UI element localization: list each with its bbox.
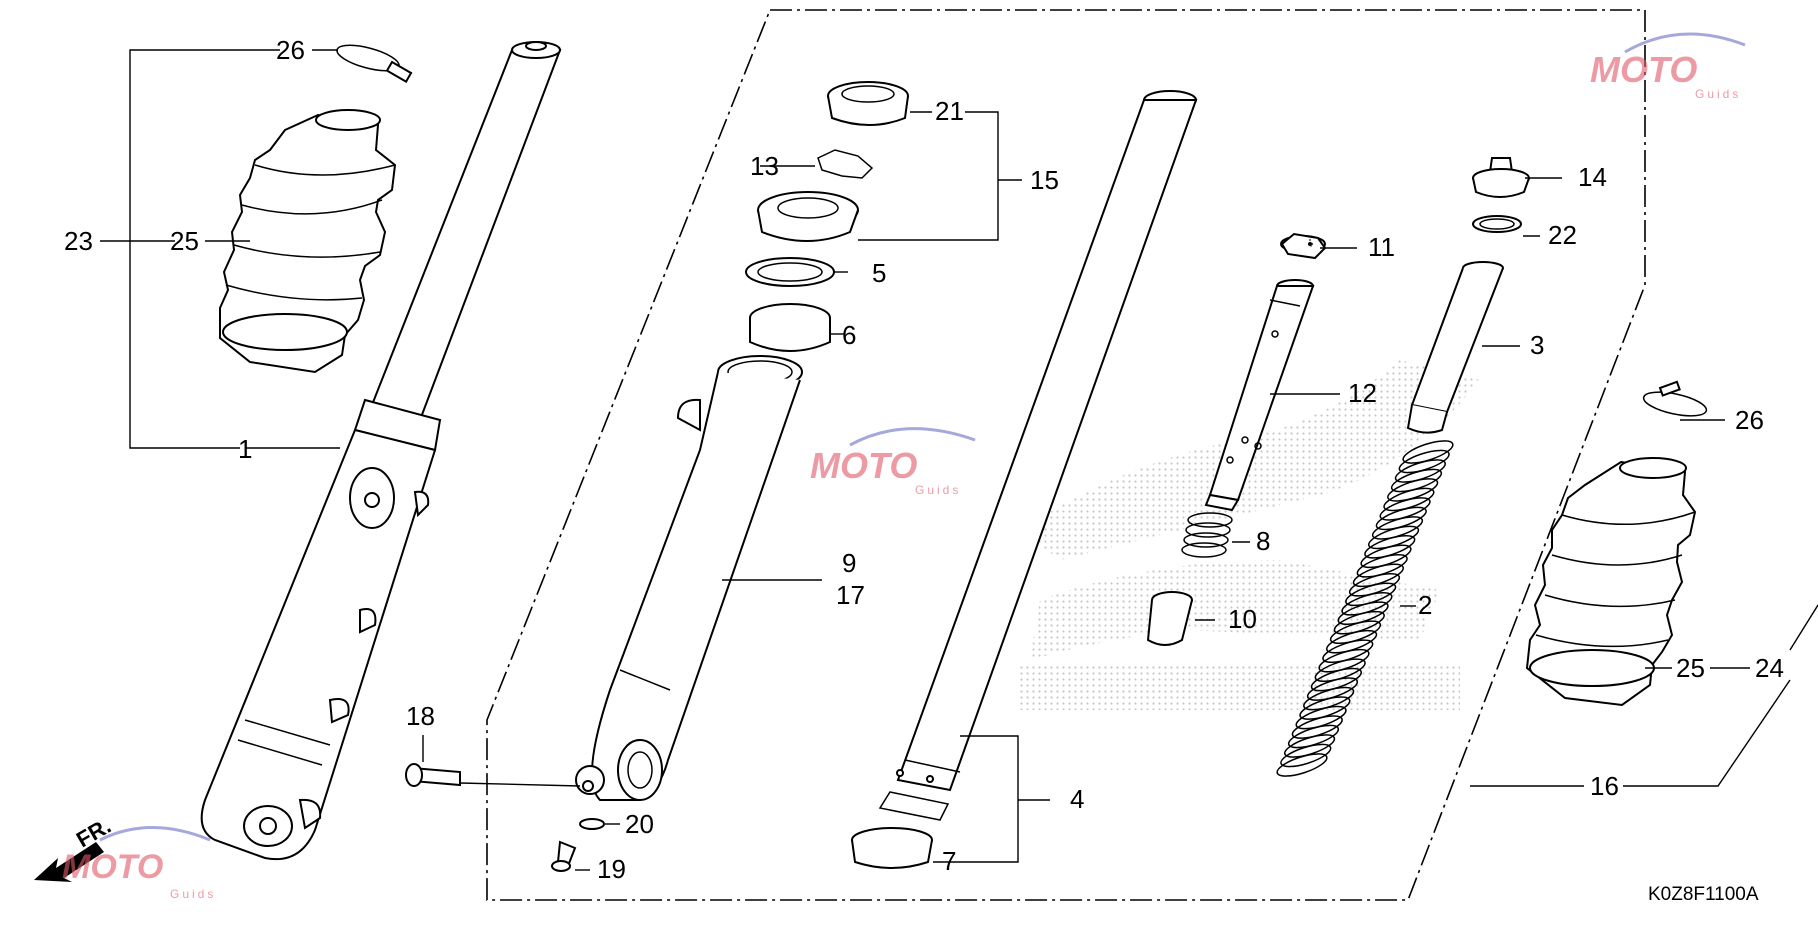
spring-coil [1352, 563, 1405, 588]
spring-coil [1383, 487, 1435, 512]
callout-13: 13 [750, 151, 779, 181]
callout-numbers: 1 2 3 4 5 6 7 8 9 10 11 12 13 14 15 16 1… [64, 35, 1784, 884]
spring-coil [1364, 534, 1416, 559]
spring-coil [1398, 449, 1450, 474]
direction-label: FR. [72, 813, 115, 852]
callout-20: 20 [625, 809, 654, 839]
callout-2: 2 [1418, 590, 1432, 620]
callout-18: 18 [406, 701, 435, 731]
watermark-top-right: MOTO Guids [1590, 32, 1746, 101]
left-fork-assembly [200, 41, 562, 861]
callout-4: 4 [1070, 784, 1084, 814]
callout-11: 11 [1368, 232, 1395, 262]
watermark-center: MOTO Guids [810, 427, 976, 497]
callout-26-left: 26 [276, 35, 305, 65]
drain-screw [551, 840, 577, 872]
callout-17: 17 [836, 580, 865, 610]
left-band-clip [336, 44, 413, 84]
spring-coil [1299, 696, 1351, 720]
spring-coil [1310, 667, 1363, 692]
callout-7: 7 [942, 846, 956, 876]
drawing-code: K0Z8F1100A [1648, 884, 1759, 905]
spring-coil [1280, 743, 1332, 768]
socket-bolt [405, 763, 461, 787]
callout-19: 19 [597, 854, 626, 884]
callout-22: 22 [1548, 220, 1577, 250]
spring-coil [1337, 601, 1389, 626]
callout-3: 3 [1530, 330, 1544, 360]
callout-24: 24 [1755, 653, 1784, 683]
callout-1: 1 [238, 434, 252, 464]
spring-coil [1387, 478, 1439, 502]
watermark-sub-bottom: Guids [170, 887, 216, 901]
callout-5: 5 [872, 258, 886, 288]
spring-coil [1360, 544, 1412, 569]
right-band-clip [1642, 380, 1708, 417]
leader-lines [100, 49, 1818, 871]
spring-coil [1325, 629, 1378, 654]
spring-spacer [1406, 261, 1504, 434]
callout-25-right: 25 [1676, 653, 1705, 683]
callout-21: 21 [935, 96, 964, 126]
callout-26-right: 26 [1735, 405, 1764, 435]
spring-coil [1375, 506, 1427, 531]
watermark-brand-center: MOTO [810, 445, 917, 486]
oil-seal-set [745, 81, 909, 352]
callout-16: 16 [1590, 771, 1619, 801]
watermark-bottom-left: MOTO Guids [62, 826, 216, 901]
fork-inner-tube [851, 90, 1198, 869]
cap-o-ring [1472, 215, 1522, 233]
watermark-brand: MOTO [1590, 49, 1697, 90]
spring-coil [1303, 686, 1355, 711]
center-fork-slider [575, 355, 803, 801]
right-dust-boot [1525, 457, 1697, 707]
spring-coil [1306, 677, 1359, 701]
callout-9: 9 [842, 548, 856, 578]
sealing-washer [579, 818, 605, 830]
spring-coil [1283, 734, 1336, 758]
watermark-sub: Guids [1695, 87, 1741, 101]
rebound-spring [1181, 512, 1233, 558]
callout-25-left: 25 [170, 226, 199, 256]
spring-coil [1329, 620, 1382, 645]
spring-coil [1333, 610, 1385, 635]
callout-14: 14 [1578, 162, 1607, 192]
spring-coil [1322, 639, 1374, 664]
callout-10: 10 [1228, 604, 1257, 634]
callout-12: 12 [1348, 378, 1377, 408]
spring-coil [1402, 440, 1454, 464]
spring-coil [1287, 724, 1340, 749]
left-dust-boot [219, 109, 397, 374]
spring-coil [1356, 553, 1408, 578]
watermark-brand-bottom: MOTO [62, 848, 163, 886]
oil-lock-piece [1146, 591, 1193, 646]
spring-coil [1379, 497, 1431, 521]
callout-15: 15 [1030, 165, 1059, 195]
callout-8: 8 [1256, 526, 1270, 556]
callout-6: 6 [842, 320, 856, 350]
spring-coil [1276, 753, 1328, 777]
fork-cap-bolt [1472, 157, 1530, 198]
assembly-frame [486, 9, 1646, 901]
spring-coil [1348, 572, 1401, 597]
watermark-sub-center: Guids [915, 483, 961, 497]
callout-23: 23 [64, 226, 93, 256]
fork-spring [1276, 440, 1454, 777]
